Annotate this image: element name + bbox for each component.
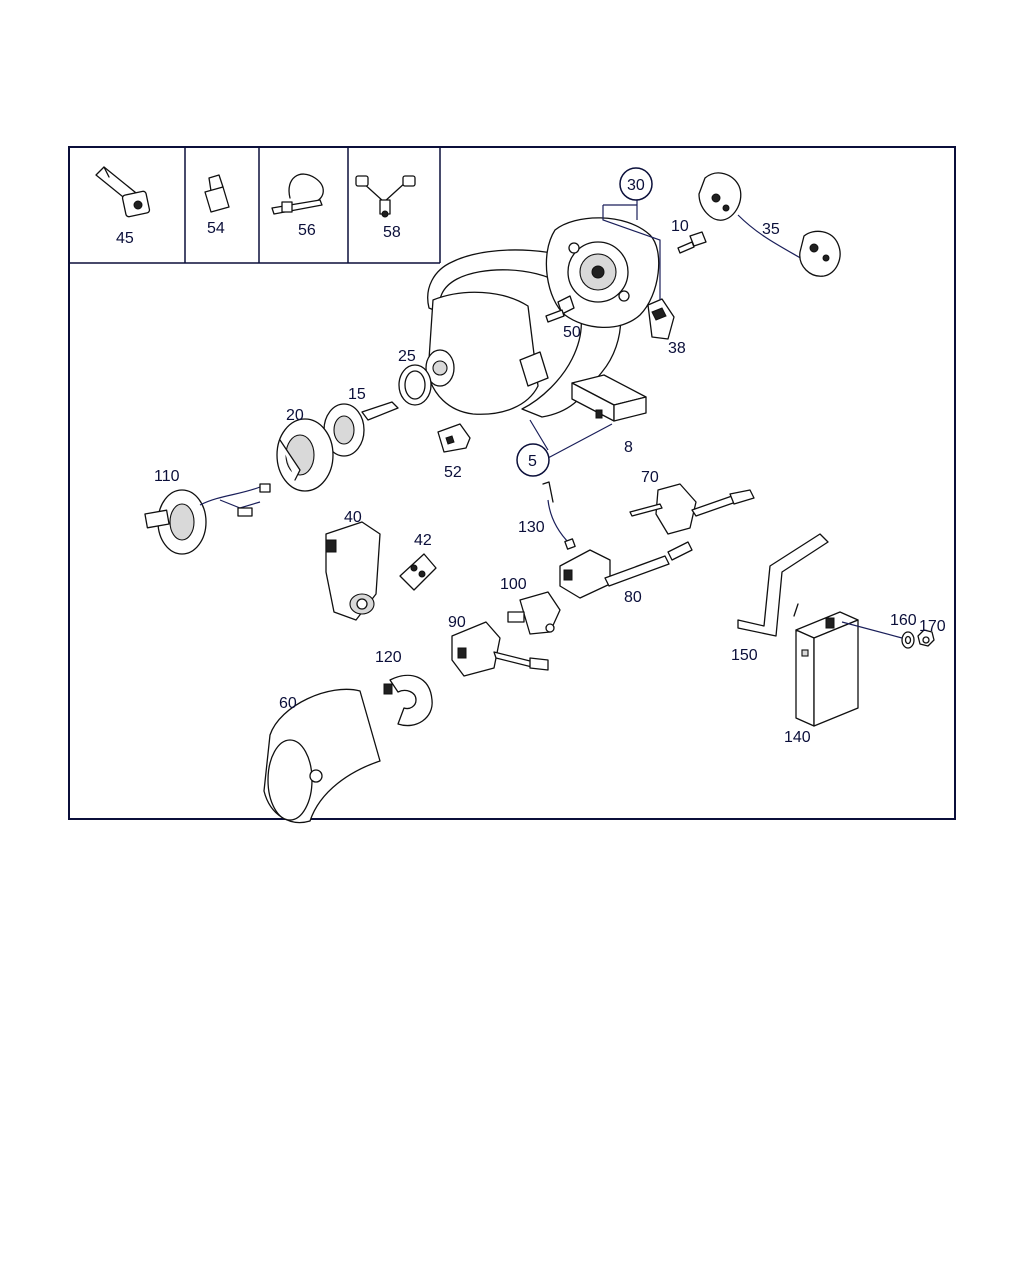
part-42-key <box>399 553 437 591</box>
callout-circle-30 <box>619 167 653 201</box>
part-35-cable-set <box>698 172 841 277</box>
callout-170: 170 <box>919 618 946 635</box>
part-15-contact-plate <box>323 401 399 457</box>
callout-15: 15 <box>348 386 366 403</box>
part-70-combination-switch <box>629 483 755 535</box>
callout-110: 110 <box>154 468 180 485</box>
part-40-steering-lock <box>325 521 381 621</box>
callout-circle-5 <box>516 443 550 477</box>
callout-50: 50 <box>563 324 581 341</box>
part-90-switch <box>451 621 549 677</box>
part-100-switch <box>507 591 561 635</box>
callout-60: 60 <box>279 695 297 712</box>
callout-70: 70 <box>641 469 659 486</box>
part-8-module <box>571 374 647 422</box>
part-120-bracket <box>383 674 433 727</box>
diagram-frame <box>68 146 956 820</box>
part-140-control-unit <box>795 611 859 727</box>
callout-52: 52 <box>444 464 462 481</box>
part-80-switch <box>559 541 693 599</box>
callout-54: 54 <box>207 220 225 237</box>
callout-20: 20 <box>286 407 304 424</box>
callout-40: 40 <box>344 509 362 526</box>
part-58-bracket <box>355 175 416 218</box>
callout-130: 130 <box>518 519 545 536</box>
leader-5 <box>529 419 613 459</box>
part-110-column-base <box>144 483 271 555</box>
part-25-ring <box>398 364 432 406</box>
part-54-sleeve <box>204 174 230 213</box>
callout-35: 35 <box>762 221 780 238</box>
part-30-airbag <box>545 217 660 329</box>
part-20-clock-spring <box>276 418 334 492</box>
callout-160: 160 <box>890 612 917 629</box>
callout-150: 150 <box>731 647 758 664</box>
callout-100: 100 <box>500 576 527 593</box>
part-38-connector <box>647 298 675 340</box>
callout-56: 56 <box>298 222 316 239</box>
part-56-cable-tie <box>271 173 324 215</box>
part-10-bolt <box>677 231 707 254</box>
part-50-bolt <box>545 295 575 323</box>
callout-8: 8 <box>624 439 633 456</box>
part-170-nut <box>917 629 935 647</box>
callout-90: 90 <box>448 614 466 631</box>
part-130-cable <box>542 481 576 550</box>
part-45-connector <box>95 166 151 218</box>
callout-10: 10 <box>671 218 689 235</box>
callout-45: 45 <box>116 230 134 247</box>
part-60-cover <box>263 688 381 824</box>
callout-140: 140 <box>784 729 811 746</box>
part-52-connector <box>437 423 471 453</box>
leader-140-160 <box>841 621 903 639</box>
callout-42: 42 <box>414 532 432 549</box>
callout-38: 38 <box>668 340 686 357</box>
callout-5: 5 <box>528 453 537 470</box>
callout-58: 58 <box>383 224 401 241</box>
callout-25: 25 <box>398 348 416 365</box>
part-160-washer <box>901 631 915 649</box>
callout-120: 120 <box>375 649 402 666</box>
callout-80: 80 <box>624 589 642 606</box>
part-150-bracket <box>737 533 829 637</box>
callout-30: 30 <box>627 177 645 194</box>
